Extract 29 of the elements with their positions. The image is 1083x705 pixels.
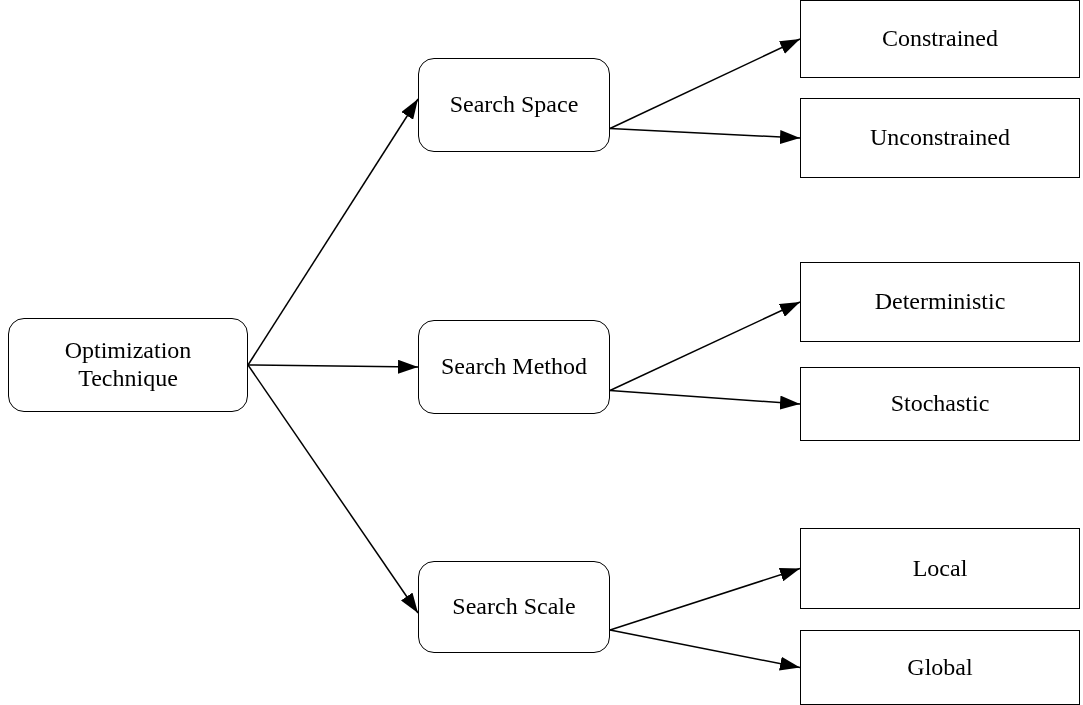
rounded-box	[8, 318, 248, 412]
node-label: Deterministic	[873, 288, 1007, 316]
rounded-box	[418, 561, 610, 653]
node-label: Local	[911, 554, 969, 583]
node-label: Optimization Technique	[63, 337, 193, 393]
box	[800, 367, 1080, 441]
box	[800, 0, 1080, 78]
node-label: Unconstrained	[869, 124, 1011, 152]
arrow	[609, 38, 801, 130]
rounded-box	[418, 58, 610, 152]
arrow	[247, 359, 419, 374]
arrow	[609, 629, 801, 671]
node-label: Search Scale	[451, 593, 577, 621]
arrow	[609, 389, 801, 410]
node-label: Search Method	[440, 353, 588, 381]
node-label: Search Space	[448, 91, 580, 119]
rounded-box	[418, 320, 610, 414]
box	[800, 262, 1080, 342]
box	[800, 528, 1080, 609]
node-label: Constrained	[881, 25, 999, 53]
node-label: Stochastic	[889, 390, 991, 418]
arrow	[247, 98, 419, 366]
box	[800, 630, 1080, 705]
arrow	[609, 127, 801, 144]
node-label: Global	[906, 653, 974, 682]
arrow	[609, 567, 801, 631]
arrow	[247, 364, 419, 614]
arrow	[609, 301, 801, 392]
box	[800, 98, 1080, 178]
